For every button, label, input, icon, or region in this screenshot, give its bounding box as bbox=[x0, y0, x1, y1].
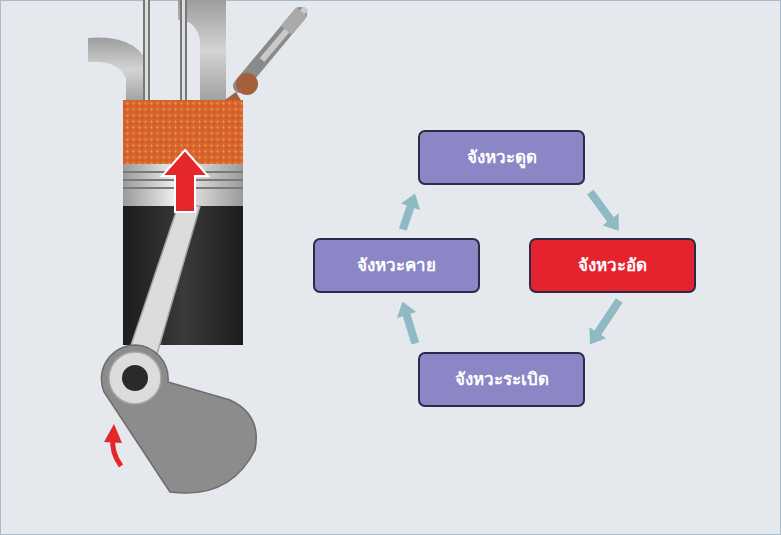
cycle-arrow bbox=[589, 300, 619, 344]
stroke-box: จังหวะดูด bbox=[418, 130, 585, 185]
stroke-box: จังหวะระเบิด bbox=[418, 352, 585, 407]
stroke-label: จังหวะคาย bbox=[357, 254, 436, 276]
cycle-arrow bbox=[401, 194, 420, 230]
stroke-box: จังหวะคาย bbox=[313, 238, 480, 293]
stroke-label: จังหวะระเบิด bbox=[455, 368, 549, 390]
cycle-arrow bbox=[397, 302, 416, 344]
cycle-arrow bbox=[590, 192, 618, 231]
active-stroke-box: จังหวะอัด bbox=[529, 238, 696, 293]
stroke-label: จังหวะดูด bbox=[467, 146, 537, 168]
stroke-label: จังหวะอัด bbox=[578, 254, 647, 276]
